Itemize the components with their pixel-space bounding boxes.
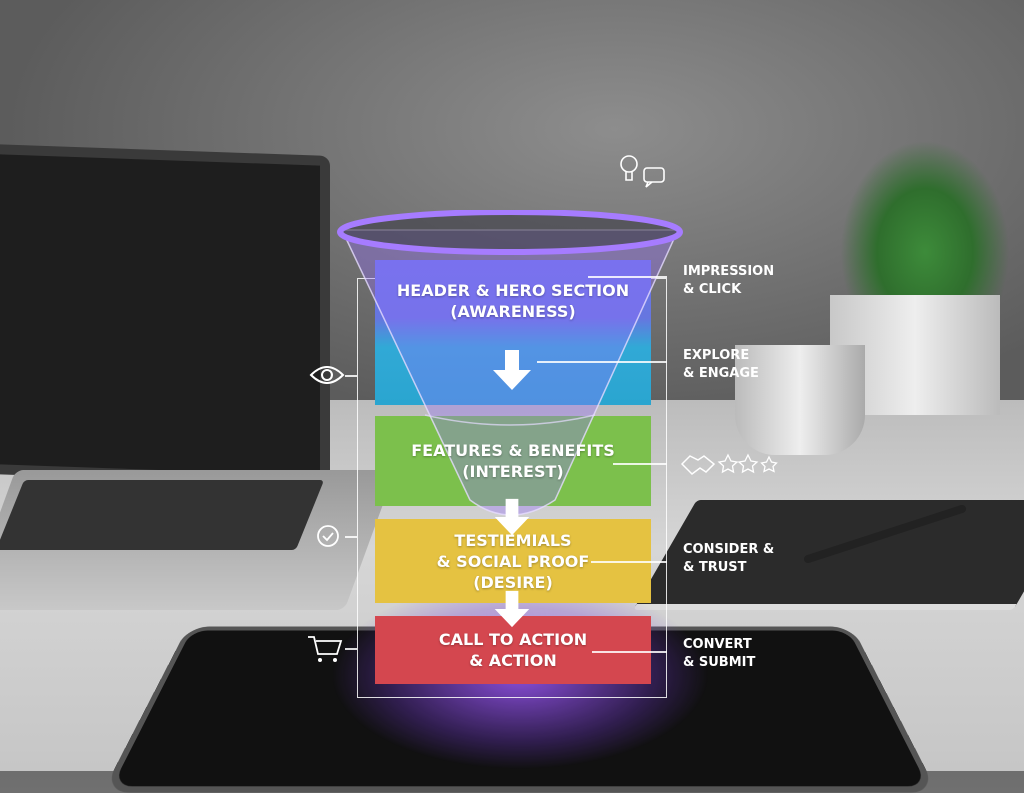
handshake-stars-icon: [680, 453, 778, 475]
connector-line: [588, 276, 667, 278]
connector-line: [591, 561, 667, 563]
stage-interest: FEATURES & BENEFITS (INTEREST): [375, 416, 651, 506]
arrow-down-icon: [494, 590, 530, 628]
connector-line: [345, 375, 357, 377]
coffee-cup: [735, 345, 865, 455]
plant: [840, 140, 1010, 300]
stage-title: CALL TO ACTION & ACTION: [438, 630, 588, 670]
shopping-cart-icon: [308, 636, 343, 662]
lightbulb-chat-icon: [620, 155, 665, 188]
stage-title: HEADER & HERO SECTION (AWARENESS): [396, 281, 630, 321]
label-impression: IMPRESSION & CLICK: [683, 264, 775, 297]
check-circle-icon: [317, 525, 339, 547]
label-consider: CONSIDER & & TRUST: [683, 542, 775, 575]
laptop: [0, 144, 330, 486]
label-convert: CONVERT & SUBMIT: [683, 637, 756, 670]
eye-icon: [309, 366, 345, 384]
connector-line: [345, 536, 357, 538]
stage-title: FEATURES & BENEFITS (INTEREST): [411, 441, 615, 481]
stage-action: CALL TO ACTION & ACTION: [375, 616, 651, 684]
connector-line: [613, 463, 667, 465]
arrow-down-icon: [493, 350, 531, 390]
stage-desire: TESTIEMIALS & SOCIAL PROOF (DESIRE): [375, 519, 651, 603]
connector-line: [592, 651, 667, 653]
stage-title: TESTIEMIALS & SOCIAL PROOF (DESIRE): [436, 530, 590, 592]
arrow-down-icon: [494, 498, 530, 536]
connector-line: [345, 648, 357, 650]
laptop-keyboard: [0, 480, 325, 550]
connector-line: [537, 361, 667, 363]
label-explore: EXPLORE & ENGAGE: [683, 348, 759, 381]
